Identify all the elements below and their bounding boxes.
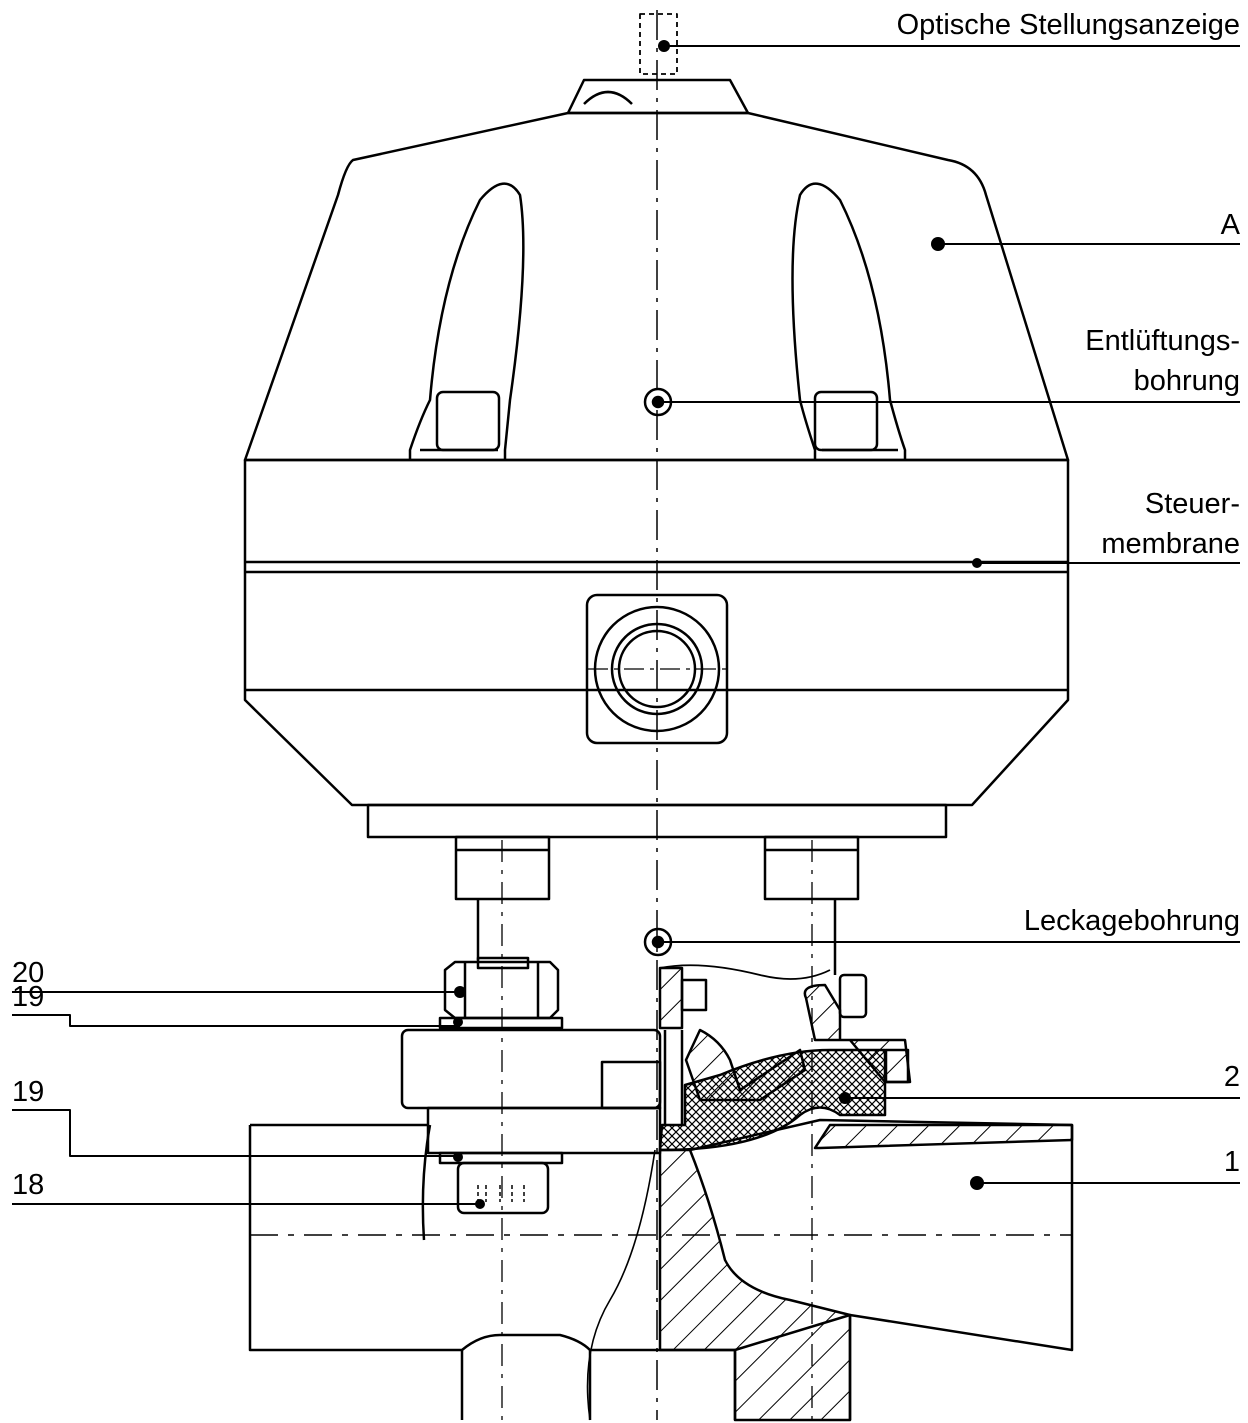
actuator-lower-housing xyxy=(243,458,1070,807)
label-entlueftungsbohrung-line1: Entlüftungs- xyxy=(1085,325,1240,357)
label-steuermembrane-line2: membrane xyxy=(1101,528,1240,560)
label-part-18: 18 xyxy=(12,1169,45,1201)
label-steuermembrane-line1: Steuer- xyxy=(1144,488,1240,520)
label-part-1: 1 xyxy=(1223,1146,1240,1178)
label-entlueftungsbohrung-line2: bohrung xyxy=(1133,365,1240,397)
housing-window-left xyxy=(408,182,525,460)
label-part-19-upper: 19 xyxy=(12,981,45,1013)
valve-body-pipe xyxy=(248,1123,735,1352)
bonnet-block xyxy=(400,1028,662,1110)
screw-18 xyxy=(456,1161,550,1215)
valve-foot-left xyxy=(460,1350,592,1420)
diaphragm-2 xyxy=(658,1048,887,1152)
housing-window-right xyxy=(791,182,907,460)
label-part-20: 20 xyxy=(12,957,45,989)
label-leckagebohrung: Leckagebohrung xyxy=(1023,905,1240,937)
valve-body-section-hatched xyxy=(658,1148,852,1422)
label-optische-stellungsanzeige: Optische Stellungsanzeige xyxy=(896,9,1240,41)
nut-20 xyxy=(443,960,560,1020)
actuator-upper-housing xyxy=(243,111,1070,462)
air-connection-boss xyxy=(585,593,729,745)
label-a: A xyxy=(1220,209,1240,241)
position-indicator-pin xyxy=(639,13,678,75)
leader-lines xyxy=(12,45,1240,1205)
label-part-19-lower: 19 xyxy=(12,1076,45,1108)
leakage-hole-marker xyxy=(643,927,673,957)
label-part-2: 2 xyxy=(1223,1061,1240,1093)
venting-hole-marker xyxy=(643,387,673,417)
